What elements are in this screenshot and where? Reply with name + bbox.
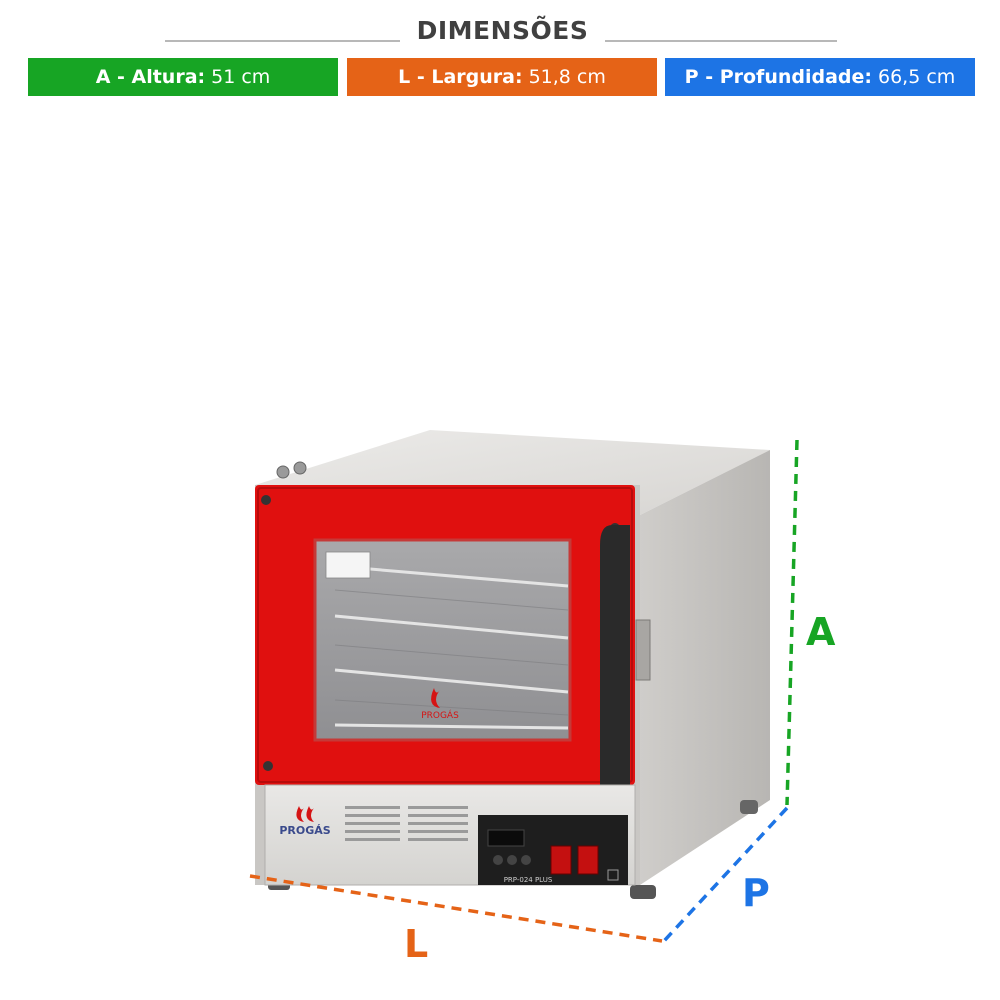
vent-grille xyxy=(607,869,619,881)
width-marker: L xyxy=(404,922,429,966)
header-divider-right xyxy=(605,40,837,42)
width-label: L - Largura: xyxy=(398,66,523,88)
page-title: DIMENSÕES xyxy=(416,16,589,45)
depth-value: 66,5 cm xyxy=(878,66,956,88)
safety-sticker xyxy=(325,551,371,579)
side-latch xyxy=(635,619,651,681)
control-knob xyxy=(507,855,517,865)
height-marker: A xyxy=(806,610,836,654)
oven-foot xyxy=(740,800,758,814)
door-hinge xyxy=(276,465,290,479)
control-knob xyxy=(521,855,531,865)
temperature-display xyxy=(487,829,525,847)
depth-label: P - Profundidade: xyxy=(684,66,872,88)
width-guide-line xyxy=(249,874,663,943)
light-switch xyxy=(550,845,572,875)
flame-icon xyxy=(431,688,440,708)
brand-logo: PROGÁS xyxy=(279,806,331,837)
width-badge: L - Largura: 51,8 cm xyxy=(347,58,657,96)
height-badge: A - Altura: 51 cm xyxy=(28,58,338,96)
dimensions-header: DIMENSÕES xyxy=(0,10,1000,54)
door-screw xyxy=(263,761,273,771)
door-hinge xyxy=(293,461,307,475)
oven-side xyxy=(640,450,770,885)
panel-instructions xyxy=(345,806,468,841)
svg-text:PROGÁS: PROGÁS xyxy=(421,709,459,721)
height-value: 51 cm xyxy=(211,66,271,88)
height-label: A - Altura: xyxy=(95,66,206,88)
depth-badge: P - Profundidade: 66,5 cm xyxy=(665,58,975,96)
power-switch xyxy=(577,845,599,875)
oven-racks xyxy=(334,564,569,730)
height-guide-line xyxy=(785,439,799,806)
depth-marker: P xyxy=(742,871,770,915)
svg-text:PRP-024 PLUS: PRP-024 PLUS xyxy=(504,876,553,884)
depth-guide-line xyxy=(662,806,789,943)
door-screw xyxy=(261,495,271,505)
header-divider-left xyxy=(165,40,400,42)
oven-foot xyxy=(630,885,656,899)
svg-text:PROGÁS: PROGÁS xyxy=(279,824,330,837)
width-value: 51,8 cm xyxy=(528,66,606,88)
door-handle xyxy=(600,525,630,813)
control-knob xyxy=(493,855,503,865)
